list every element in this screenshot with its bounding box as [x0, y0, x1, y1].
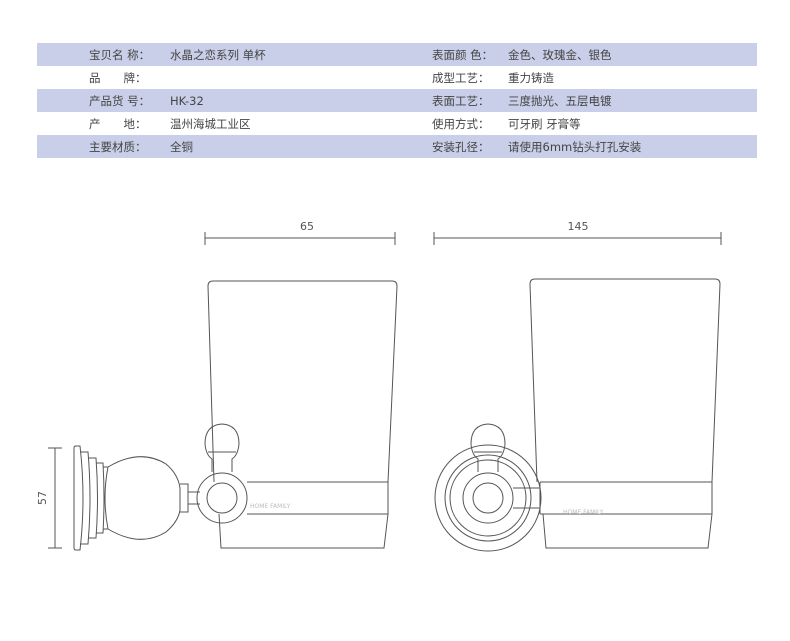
finial — [470, 423, 506, 472]
rosette-mid — [444, 454, 532, 542]
plate-step — [80, 451, 91, 545]
spec-row: 产品货 号： HK-32 表面工艺： 三度抛光、五层电镀 — [37, 89, 757, 112]
spec-label: 表面颜 色： — [432, 47, 494, 62]
spec-value: 三度抛光、五层电镀 — [508, 93, 612, 108]
plate-step — [96, 462, 105, 534]
spec-row: 宝贝名 称： 水晶之恋系列 单杯 表面颜 色： 金色、玫瑰金、银色 — [37, 43, 757, 66]
ring-inner — [206, 482, 238, 514]
height-dimension — [48, 447, 62, 549]
finial — [204, 423, 240, 472]
side-view — [73, 280, 398, 551]
spec-label: 安装孔径： — [432, 139, 490, 154]
spec-label: 主要材质： — [89, 139, 147, 154]
spec-value: 重力铸造 — [508, 70, 554, 85]
front-view — [434, 278, 721, 552]
cup — [207, 280, 398, 549]
spec-value: 水晶之恋系列 单杯 — [170, 47, 266, 62]
side-width-dimension — [204, 232, 396, 245]
wall-plate — [73, 445, 84, 551]
rosette-inner — [449, 459, 527, 537]
spec-value: 全铜 — [170, 139, 193, 154]
cup — [529, 278, 721, 549]
front-width-dimension — [433, 232, 722, 245]
spec-value: 可牙刷 牙膏等 — [508, 116, 581, 131]
ring-outer — [196, 472, 248, 524]
side-width-label: 65 — [300, 220, 314, 233]
crystal-ball — [104, 456, 181, 540]
front-width-label: 145 — [568, 220, 589, 233]
watermark: HOME FAMILY — [250, 503, 291, 510]
spec-label: 使用方式： — [432, 116, 490, 131]
neck — [180, 483, 189, 513]
spec-label: 宝贝名 称： — [89, 47, 151, 62]
spec-value: HK-32 — [170, 93, 204, 108]
spec-value: 金色、玫瑰金、银色 — [508, 47, 612, 62]
spec-value: 请使用6mm钻头打孔安装 — [508, 139, 642, 154]
height-label: 57 — [36, 491, 49, 505]
spec-label: 产 地： — [89, 116, 147, 131]
spec-label: 品 牌： — [89, 70, 147, 85]
plate-step — [88, 457, 98, 539]
spec-label: 产品货 号： — [89, 93, 151, 108]
watermark: HOME FAMILY — [563, 509, 604, 516]
ring-outer — [462, 472, 514, 524]
spec-label: 表面工艺： — [432, 93, 490, 108]
spec-row: 品 牌： 成型工艺： 重力铸造 — [37, 66, 757, 89]
spec-value: 温州海城工业区 — [170, 116, 251, 131]
spec-label: 成型工艺： — [432, 70, 490, 85]
rosette-outer — [434, 444, 542, 552]
spec-row: 产 地： 温州海城工业区 使用方式： 可牙刷 牙膏等 — [37, 112, 757, 135]
ring-inner — [472, 482, 504, 514]
spec-row: 主要材质： 全铜 安装孔径： 请使用6mm钻头打孔安装 — [37, 135, 757, 158]
spec-table: 宝贝名 称： 水晶之恋系列 单杯 表面颜 色： 金色、玫瑰金、银色 品 牌： 成… — [37, 43, 757, 158]
